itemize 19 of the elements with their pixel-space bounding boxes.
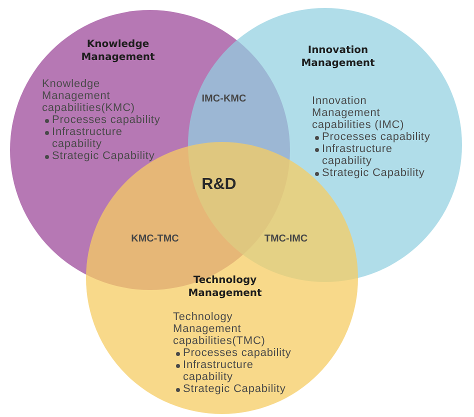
center-label: R&D bbox=[202, 176, 236, 194]
bullet-item: Processes capability bbox=[52, 114, 160, 126]
bullet-item: Processes capability bbox=[322, 131, 430, 143]
bullet-item: Infrastructure capability bbox=[322, 143, 394, 167]
circle-heading: Innovation Management bbox=[300, 44, 376, 70]
overlap-label: IMC-KMC bbox=[202, 94, 246, 104]
capability-description: Innovation Management capabilities (IMC) bbox=[312, 95, 406, 131]
circle-heading: Technology Management bbox=[187, 274, 263, 300]
bullet-item: Infrastructure capability bbox=[52, 126, 124, 150]
bullet-item: Strategic Capability bbox=[52, 150, 155, 162]
capability-description: Technology Management capabilities(TMC) bbox=[173, 311, 266, 347]
bullet-item: Infrastructure capability bbox=[183, 359, 254, 383]
capability-description: Knowledge Management capabilities(KMC) bbox=[42, 78, 136, 114]
bullet-item: Processes capability bbox=[183, 347, 292, 359]
overlap-label: TMC-IMC bbox=[264, 234, 308, 244]
circle-heading: Knowledge Management bbox=[80, 38, 156, 64]
bullet-item: Strategic Capability bbox=[322, 167, 425, 179]
bullet-item: Strategic Capability bbox=[183, 383, 286, 395]
overlap-label: KMC-TMC bbox=[131, 234, 179, 244]
